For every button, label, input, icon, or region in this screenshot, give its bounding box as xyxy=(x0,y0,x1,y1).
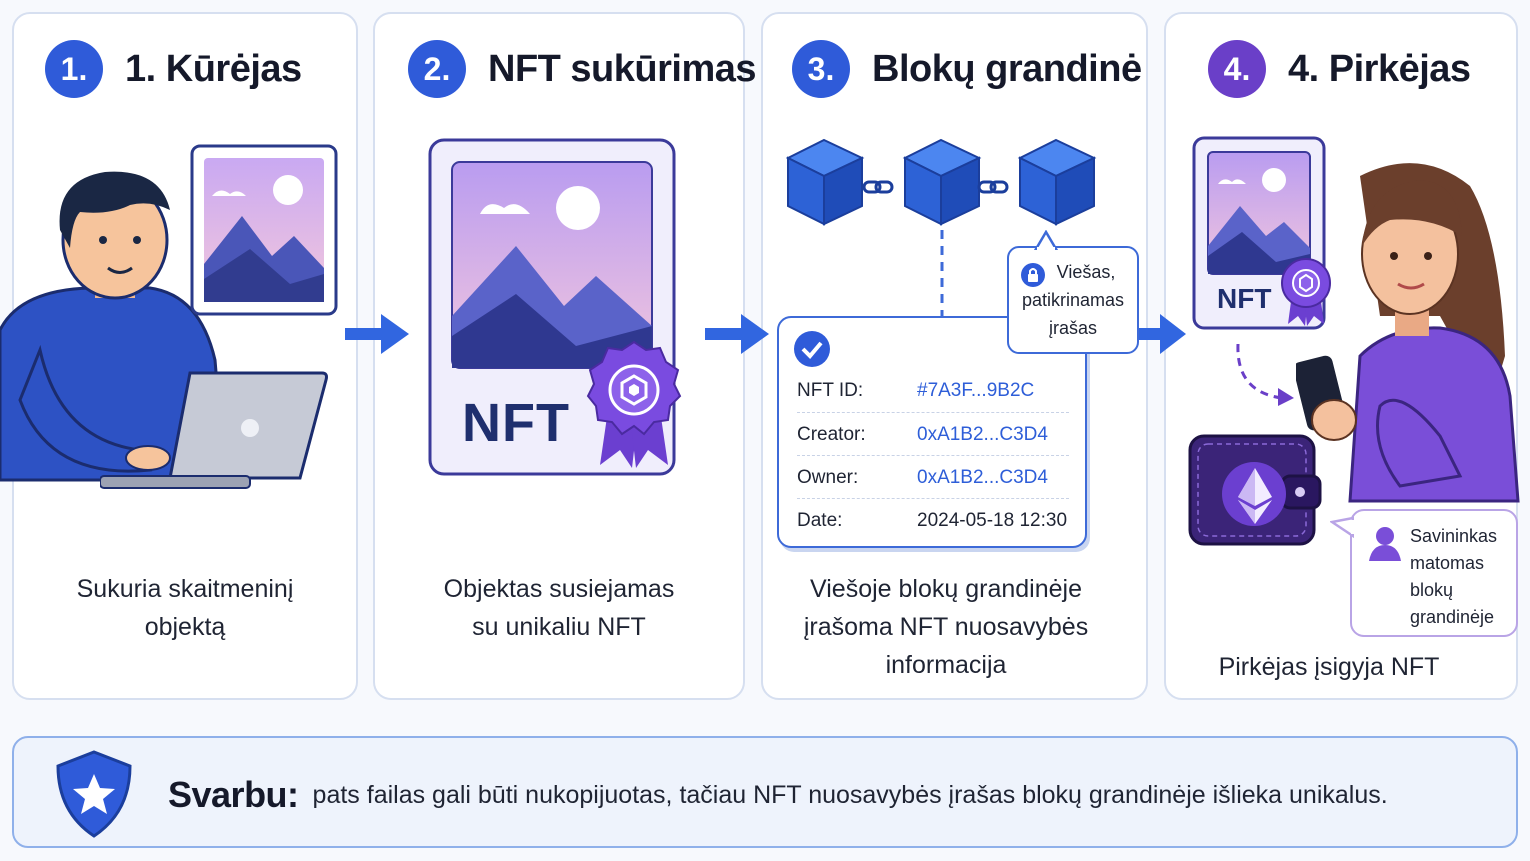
nft-badge-icon xyxy=(1281,258,1331,326)
phone-icon xyxy=(1296,355,1357,441)
shield-star-icon xyxy=(56,750,132,838)
blockchain-cubes-icon xyxy=(786,138,1097,226)
ledger-label: Creator: xyxy=(797,424,866,445)
laptop-icon xyxy=(100,371,328,489)
caption-line: objektą xyxy=(144,613,226,641)
caption-line: Pirkėjas įsigyja NFT xyxy=(1218,653,1440,681)
bubble-tail xyxy=(1034,230,1058,250)
buyer-person-icon xyxy=(1348,163,1520,503)
divider xyxy=(797,498,1069,499)
ethereum-icon xyxy=(1238,468,1272,524)
note-title: Svarbu: xyxy=(168,774,299,815)
step-3-caption: Viešoje blokų grandinėje įrašoma NFT nuo… xyxy=(761,570,1131,684)
step-2-caption: Objektas susiejamas su unikaliu NFT xyxy=(373,570,745,646)
step-1-header: 1. 1. Kūrėjas xyxy=(45,40,302,98)
caption-line: įrašoma NFT nuosavybės xyxy=(803,613,1089,641)
bubble-tail xyxy=(1330,516,1354,538)
image-icon xyxy=(190,144,338,316)
bubble-line: grandinėje xyxy=(1410,607,1495,627)
note-text-line: Svarbu: pats failas gali būti nukopijuota… xyxy=(168,774,1388,816)
important-note: Svarbu: pats failas gali būti nukopijuota… xyxy=(12,736,1518,848)
step-1-title: 1. Kūrėjas xyxy=(125,47,302,90)
user-icon xyxy=(1369,527,1401,561)
nft-badge-icon xyxy=(586,340,682,468)
bubble-line: blokų xyxy=(1410,580,1454,600)
nft-card-label: NFT xyxy=(462,393,570,453)
step-1-caption: Sukuria skaitmeninį objektą xyxy=(12,570,358,646)
dashed-arrow xyxy=(1236,343,1294,406)
ledger-label: Owner: xyxy=(797,467,859,488)
buyer-nft-label: NFT xyxy=(1217,283,1272,314)
step-4-badge: 4. xyxy=(1208,40,1266,98)
step-2-header: 2. NFT sukūrimas xyxy=(408,40,757,98)
step-3-badge: 3. xyxy=(792,40,850,98)
arrow-right-icon xyxy=(705,314,769,354)
ledger-value: 0xA1B2...C3D4 xyxy=(917,424,1048,445)
bubble-line: Viešas, xyxy=(1056,262,1116,282)
bubble-line: matomas xyxy=(1410,553,1485,573)
ledger-value: 2024-05-18 12:30 xyxy=(917,510,1068,531)
ledger-row-owner: Owner: 0xA1B2...C3D4 xyxy=(797,457,1069,499)
step-2-badge: 2. xyxy=(408,40,466,98)
caption-line: Objektas susiejamas xyxy=(443,575,675,603)
ledger-card: NFT ID: #7A3F...9B2C Creator: 0xA1B2...C… xyxy=(777,316,1087,548)
caption-line: su unikaliu NFT xyxy=(472,613,646,641)
note-body: pats failas gali būti nukopijuotas, tači… xyxy=(312,781,1388,809)
step-4-header: 4. 4. Pirkėjas xyxy=(1208,40,1471,98)
step-3-header: 3. Blokų grandinė xyxy=(792,40,1142,98)
owner-visible-bubble: Savininkas matomas blokų grandinėje xyxy=(1350,509,1518,637)
ledger-value: 0xA1B2...C3D4 xyxy=(917,467,1048,488)
check-icon xyxy=(794,331,830,367)
step-1-badge: 1. xyxy=(45,40,103,98)
person-creator-icon xyxy=(0,171,227,482)
connector-line xyxy=(940,230,944,318)
bubble-line: Savininkas xyxy=(1410,526,1498,546)
step-3-title: Blokų grandinė xyxy=(872,47,1142,90)
arrow-right-icon xyxy=(345,314,409,354)
ledger-label: NFT ID: xyxy=(797,380,864,401)
divider xyxy=(797,412,1069,413)
divider xyxy=(797,455,1069,456)
lock-icon xyxy=(1021,263,1045,287)
ledger-row-date: Date: 2024-05-18 12:30 xyxy=(797,500,1069,542)
caption-line: Sukuria skaitmeninį xyxy=(76,575,294,603)
public-record-bubble: Viešas, patikrinamas įrašas xyxy=(1007,246,1139,354)
step-2-title: NFT sukūrimas xyxy=(488,47,757,90)
step-4-title: 4. Pirkėjas xyxy=(1288,47,1471,90)
ledger-row-id: NFT ID: #7A3F...9B2C xyxy=(797,370,1069,412)
ledger-label: Date: xyxy=(797,510,843,531)
step-4-caption: Pirkėjas įsigyja NFT xyxy=(1164,648,1494,686)
bubble-line: patikrinamas xyxy=(1021,290,1125,310)
bubble-line: įrašas xyxy=(1048,318,1097,338)
ledger-value: #7A3F...9B2C xyxy=(917,380,1035,401)
caption-line: informacija xyxy=(885,651,1007,679)
ledger-row-creator: Creator: 0xA1B2...C3D4 xyxy=(797,414,1069,456)
caption-line: Viešoje blokų grandinėje xyxy=(810,575,1082,603)
